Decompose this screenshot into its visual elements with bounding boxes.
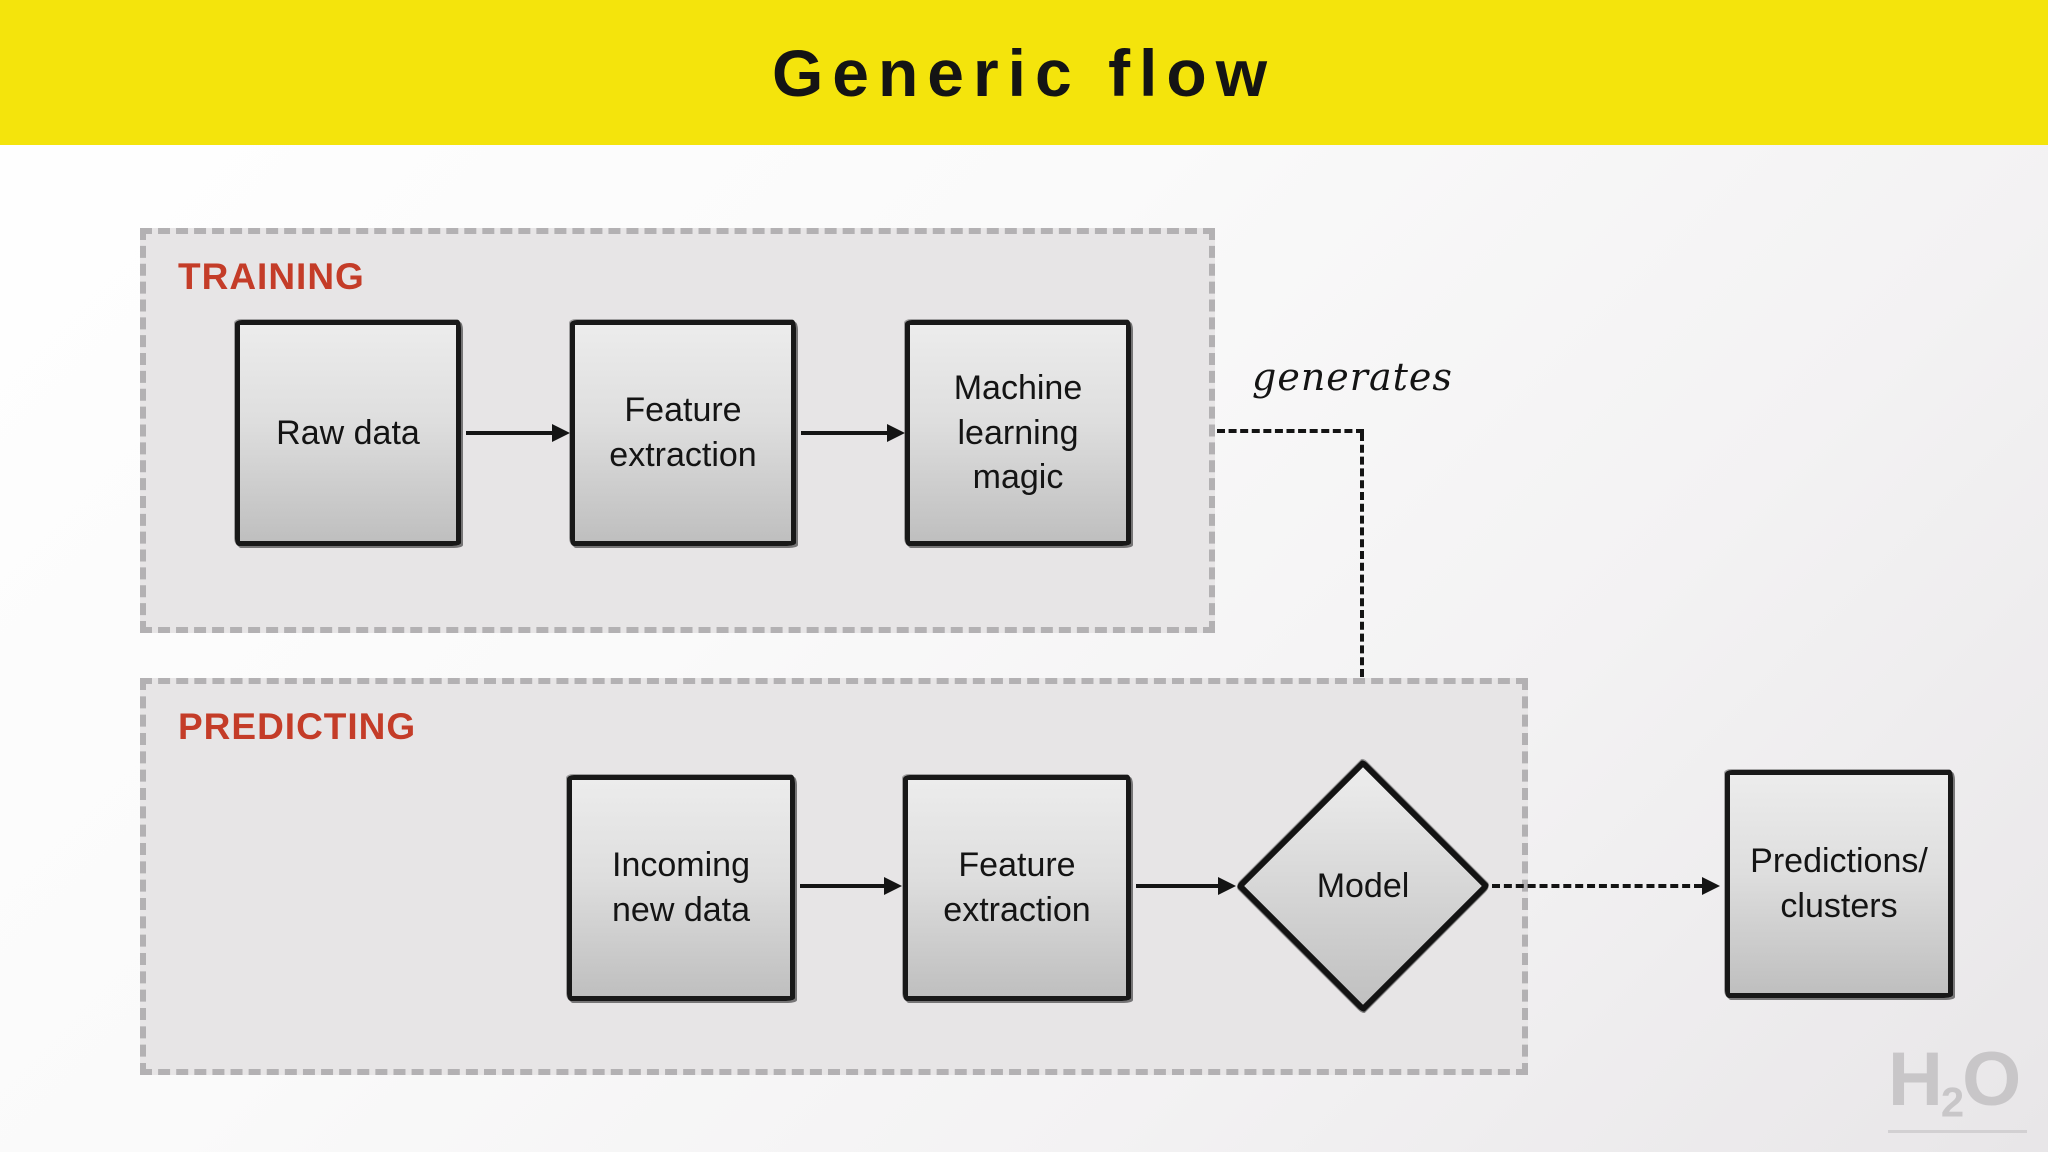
node-feature-extraction-training: Feature extraction [570, 320, 796, 546]
generates-label: generates [1252, 355, 1453, 399]
arrow-feature-to-magic [801, 424, 905, 442]
arrow-feature-to-model [1136, 877, 1236, 895]
arrow-model-to-predictions [1492, 877, 1720, 895]
page-title: Generic flow [771, 35, 1277, 110]
node-model-label: Model [1316, 866, 1410, 905]
node-machine-learning-magic: Machine learning magic [905, 320, 1131, 546]
arrow-incoming-to-feature [800, 877, 902, 895]
predicting-zone-label: PREDICTING [178, 706, 417, 747]
generates-connector-horizontal [1217, 429, 1364, 433]
arrow-raw-to-feature [466, 424, 570, 442]
title-banner: Generic flow [0, 0, 2048, 145]
h2o-logo-h: H [1888, 1037, 1943, 1122]
h2o-logo-underline [1888, 1130, 2027, 1133]
h2o-logo: H2O [1888, 1042, 2021, 1126]
node-predictions-clusters: Predictions/ clusters [1725, 770, 1953, 998]
node-raw-data: Raw data [235, 320, 461, 546]
node-feature-extraction-predicting: Feature extraction [903, 775, 1131, 1001]
training-zone-label: TRAINING [178, 256, 365, 297]
h2o-logo-subscript: 2 [1940, 1078, 1964, 1126]
h2o-logo-o: O [1962, 1037, 2021, 1122]
node-incoming-new-data: Incoming new data [567, 775, 795, 1001]
